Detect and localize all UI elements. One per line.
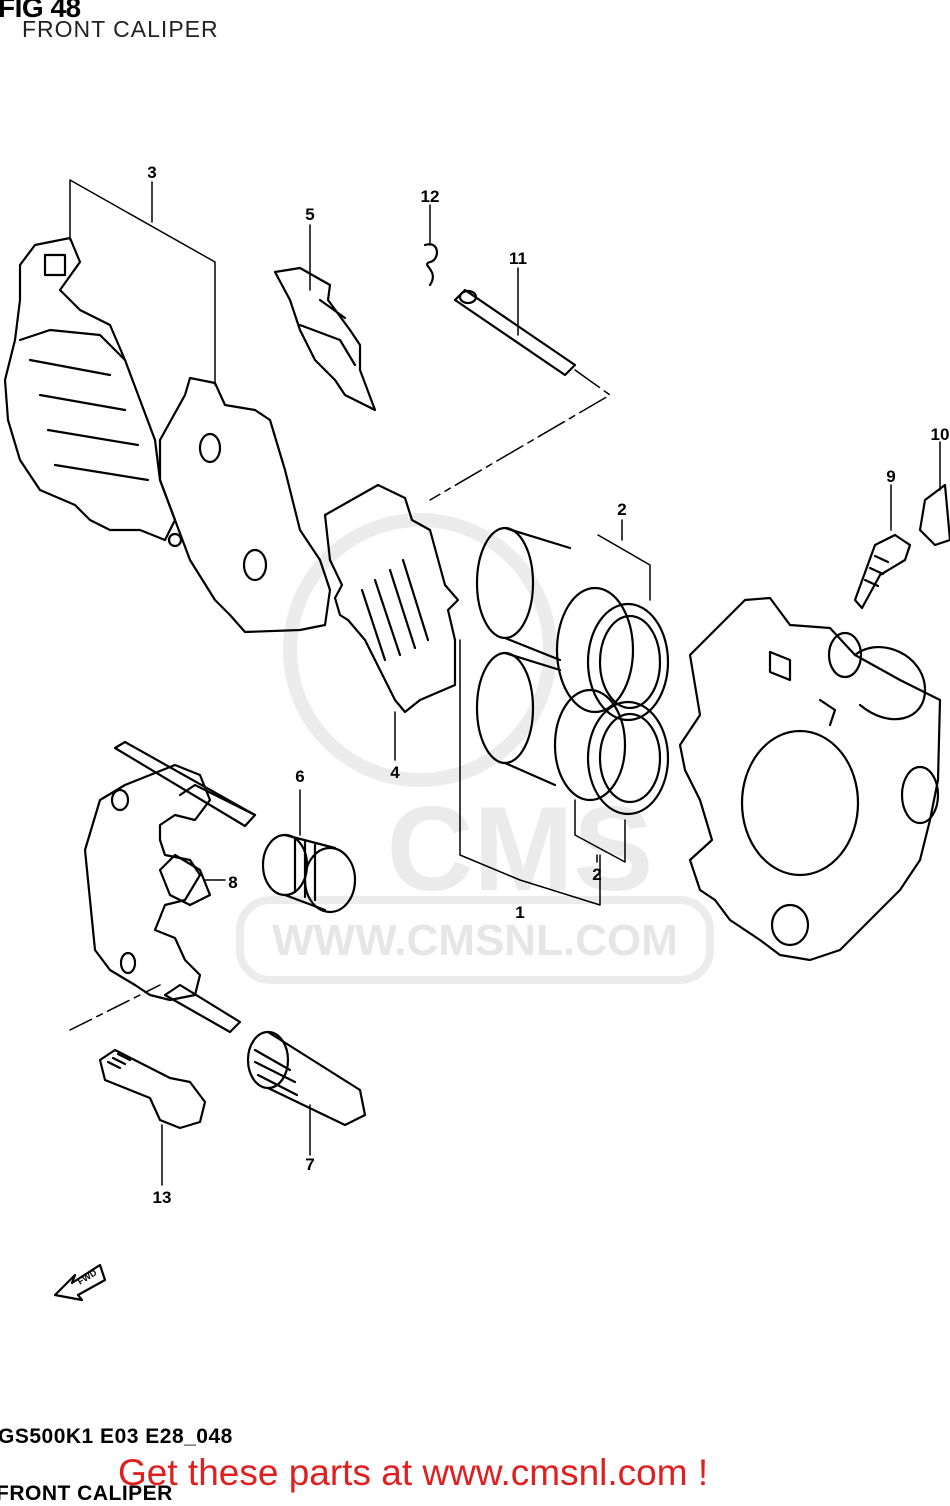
callout-1: 1: [515, 903, 524, 922]
callout-4: 4: [390, 763, 400, 782]
callout-2-top: 2: [617, 500, 626, 519]
fwd-arrow-icon: [53, 1263, 107, 1302]
caliper-body: [678, 596, 942, 962]
brake-pad-outer: [3, 236, 177, 542]
callout-3: 3: [147, 163, 156, 182]
callout-12: 12: [421, 187, 440, 206]
callout-5: 5: [305, 205, 314, 224]
callout-labels: 1 2 2 3 4 5 6 7 8 9 10 11 12 13 FWD: [76, 163, 950, 1287]
caliper-bracket: [69, 740, 257, 1034]
watermark-logo: CMS: [387, 782, 654, 916]
bleeder-cap: [918, 441, 950, 547]
pad-retainer: [273, 224, 377, 412]
callout-bracket-3: [69, 179, 216, 386]
watermark-url: WWW.CMSNL.COM: [272, 916, 678, 965]
callout-6: 6: [295, 767, 304, 786]
callout-13: 13: [153, 1188, 172, 1207]
pin-boot: [261, 789, 357, 914]
callout-11: 11: [509, 249, 527, 268]
callout-8: 8: [228, 873, 237, 892]
callout-10: 10: [931, 425, 950, 444]
model-code: GS500K1 E03 E28_048: [0, 1425, 233, 1448]
watermark: CMS WWW.CMSNL.COM: [236, 513, 714, 984]
pad-pin-clip: [423, 204, 438, 287]
slide-pin: [246, 1030, 367, 1156]
bracket-clip: [158, 853, 226, 907]
figure-title: FRONT CALIPER: [22, 16, 219, 42]
callout-9: 9: [886, 467, 895, 486]
promo-link[interactable]: Get these parts at www.cmsnl.com !: [118, 1452, 709, 1493]
bleeder-valve: [853, 484, 912, 610]
footer-title: FRONT CALIPER: [0, 1482, 173, 1505]
mounting-bolt: [98, 1048, 207, 1186]
pad-pin: [429, 267, 611, 501]
callout-7: 7: [305, 1155, 314, 1174]
figure-number: FIG 48: [0, 0, 81, 23]
callout-2-bottom: 2: [592, 865, 601, 884]
pad-shim: [158, 376, 332, 634]
pistons-and-seals: [459, 519, 670, 906]
pad-spring: [323, 483, 460, 761]
